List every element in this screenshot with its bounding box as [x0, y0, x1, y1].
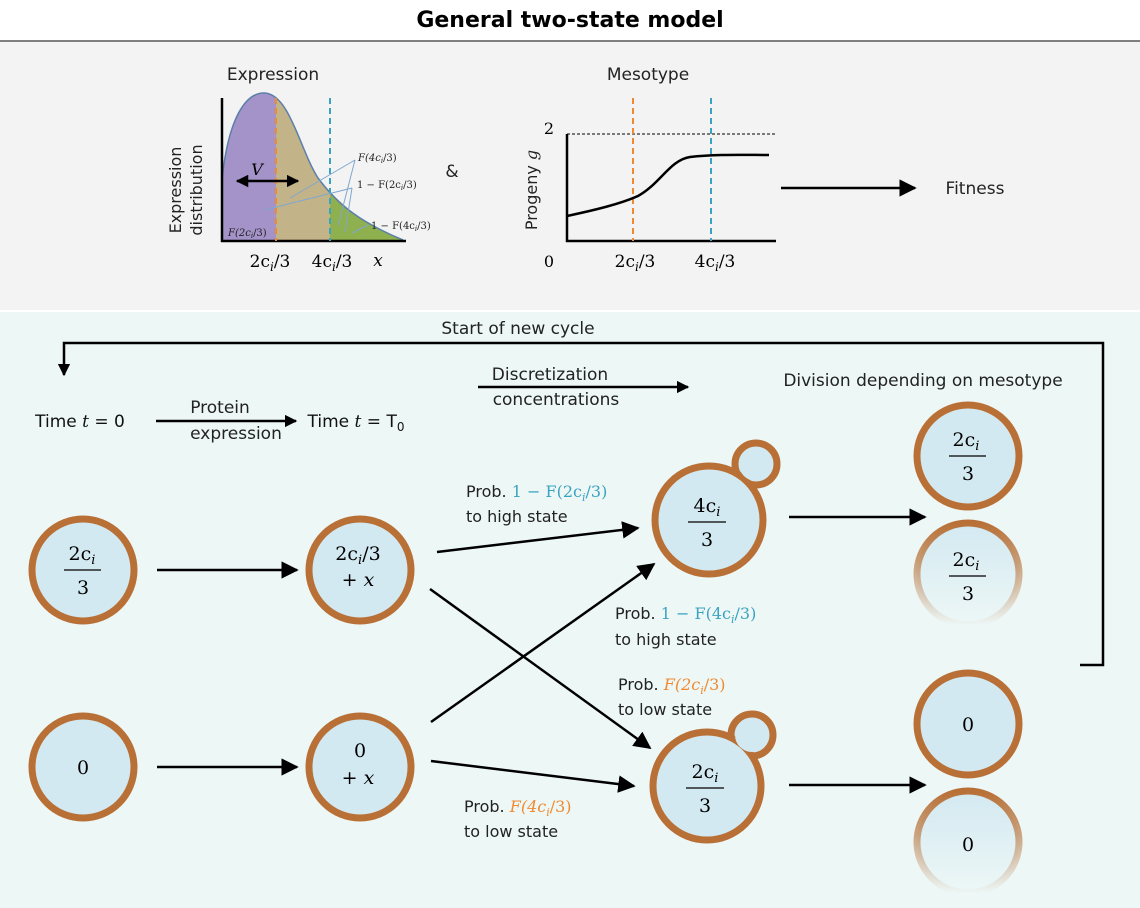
expression-ylabel-line2: distribution	[187, 144, 206, 235]
division-label: Division depending on mesotype	[783, 371, 1062, 391]
transition-arrows	[157, 508, 927, 794]
arrow-low-to-low-icon	[430, 759, 636, 793]
cell-expressed-high-line2: + x	[342, 569, 375, 591]
expression-tick-4c: 4ci/3	[312, 252, 353, 274]
cell-daughter-high: 2ci 3	[913, 401, 1023, 511]
cell-start-low-value: 0	[77, 757, 89, 779]
prob-high-to-low-line2: to low state	[618, 700, 712, 719]
arrow-high-to-high-icon	[436, 521, 640, 554]
mesotype-tick-2c: 2ci/3	[615, 252, 656, 274]
cell-expressed-low: 0 + x	[305, 712, 415, 822]
cell-daughter-high-numerator: 2ci	[953, 429, 980, 454]
mesotype-ylabel: Progeny g	[522, 150, 541, 230]
arrow-high-to-low-icon	[429, 587, 652, 750]
top-panel-background	[0, 42, 1140, 310]
prob-low-to-high: Prob. 1 − F(4ci/3)	[615, 604, 756, 626]
leader-lines	[263, 159, 369, 234]
mesotype-ymax-tick: 2	[544, 119, 554, 138]
expression-tick-2c: 2ci/3	[250, 252, 291, 274]
arrow-low-to-high-icon	[430, 562, 656, 724]
prob-low-to-low: Prob. F(4ci/3)	[464, 797, 572, 819]
protein-expression-line2: expression	[190, 424, 282, 444]
cell-low-state-numerator: 2ci	[692, 761, 719, 786]
cell-low-state: 2ci 3	[649, 710, 777, 844]
page-title: General two-state model	[416, 8, 723, 33]
prob-low-to-high-line2: to high state	[615, 630, 717, 649]
prob-high-to-high: Prob. 1 − F(2ci/3)	[466, 482, 607, 504]
ampersand: &	[445, 162, 458, 182]
prob-low-to-low-line2: to low state	[464, 822, 558, 841]
time-t0-label: Time t = T0	[307, 412, 405, 434]
cell-expressed-high-line1: 2ci/3	[335, 543, 380, 568]
cell-start-high-denominator: 3	[77, 577, 89, 599]
cycle-loop-line	[57, 341, 1105, 667]
expression-ylabel-line1: Expression	[166, 147, 185, 234]
cell-start-low: 0	[28, 712, 138, 822]
cell-start-high-numerator: 2ci	[69, 543, 96, 568]
cell-daughter-high-denominator: 3	[962, 463, 974, 485]
discretization-line2: concentrations	[493, 390, 620, 410]
label-f2: F(2ci/3)	[227, 228, 267, 240]
progeny-curve	[566, 153, 770, 218]
mesotype-title: Mesotype	[607, 65, 689, 85]
cell-daughter-low-faded: 0	[913, 787, 1023, 897]
cell-daughter-high-faded-denominator: 3	[962, 583, 974, 605]
label-1-minus-f2: 1 − F(2ci/3)	[357, 180, 417, 192]
cell-daughter-low-value: 0	[962, 714, 974, 736]
cell-daughter-low-faded-value: 0	[962, 834, 974, 856]
cell-daughter-low: 0	[913, 669, 1023, 779]
label-1-minus-f4: 1 − F(4ci/3)	[371, 221, 431, 233]
label-f4: F(4ci/3)	[357, 153, 397, 165]
prob-high-to-low: Prob. F(2ci/3)	[618, 675, 726, 697]
header: General two-state model	[0, 8, 1140, 42]
mesotype-tick-4c: 4ci/3	[695, 252, 736, 274]
cycle-loop: Start of new cycle	[57, 319, 1105, 667]
cell-high-state-numerator: 4ci	[694, 495, 721, 520]
expression-xlabel: x	[373, 251, 383, 271]
cell-high-state: 4ci 3	[651, 439, 781, 578]
expression-title: Expression	[227, 65, 319, 85]
cell-expressed-high: 2ci/3 + x	[305, 515, 415, 625]
cell-daughter-high-faded-numerator: 2ci	[953, 549, 980, 574]
mesotype-panel: Mesotype Progeny g 2 0 2ci/3 4ci/3	[522, 65, 777, 274]
restart-label: Start of new cycle	[441, 319, 594, 339]
cell-expressed-low-line2: + x	[342, 767, 375, 789]
fitness-label: Fitness	[946, 179, 1005, 199]
protein-expression-line1: Protein	[190, 398, 250, 418]
cell-low-state-denominator: 3	[699, 795, 711, 817]
time-zero-label: Time t = 0	[34, 412, 125, 432]
mesotype-origin-tick: 0	[544, 252, 554, 271]
prob-high-to-high-line2: to high state	[466, 507, 568, 526]
cell-daughter-high-faded: 2ci 3	[913, 519, 1023, 629]
discretization-line1: Discretization	[492, 365, 608, 385]
expression-curve	[221, 92, 404, 241]
variance-label: V	[251, 160, 264, 179]
cell-start-high: 2ci 3	[28, 515, 138, 625]
cell-expressed-low-line1: 0	[354, 740, 366, 762]
cell-high-state-denominator: 3	[701, 529, 713, 551]
